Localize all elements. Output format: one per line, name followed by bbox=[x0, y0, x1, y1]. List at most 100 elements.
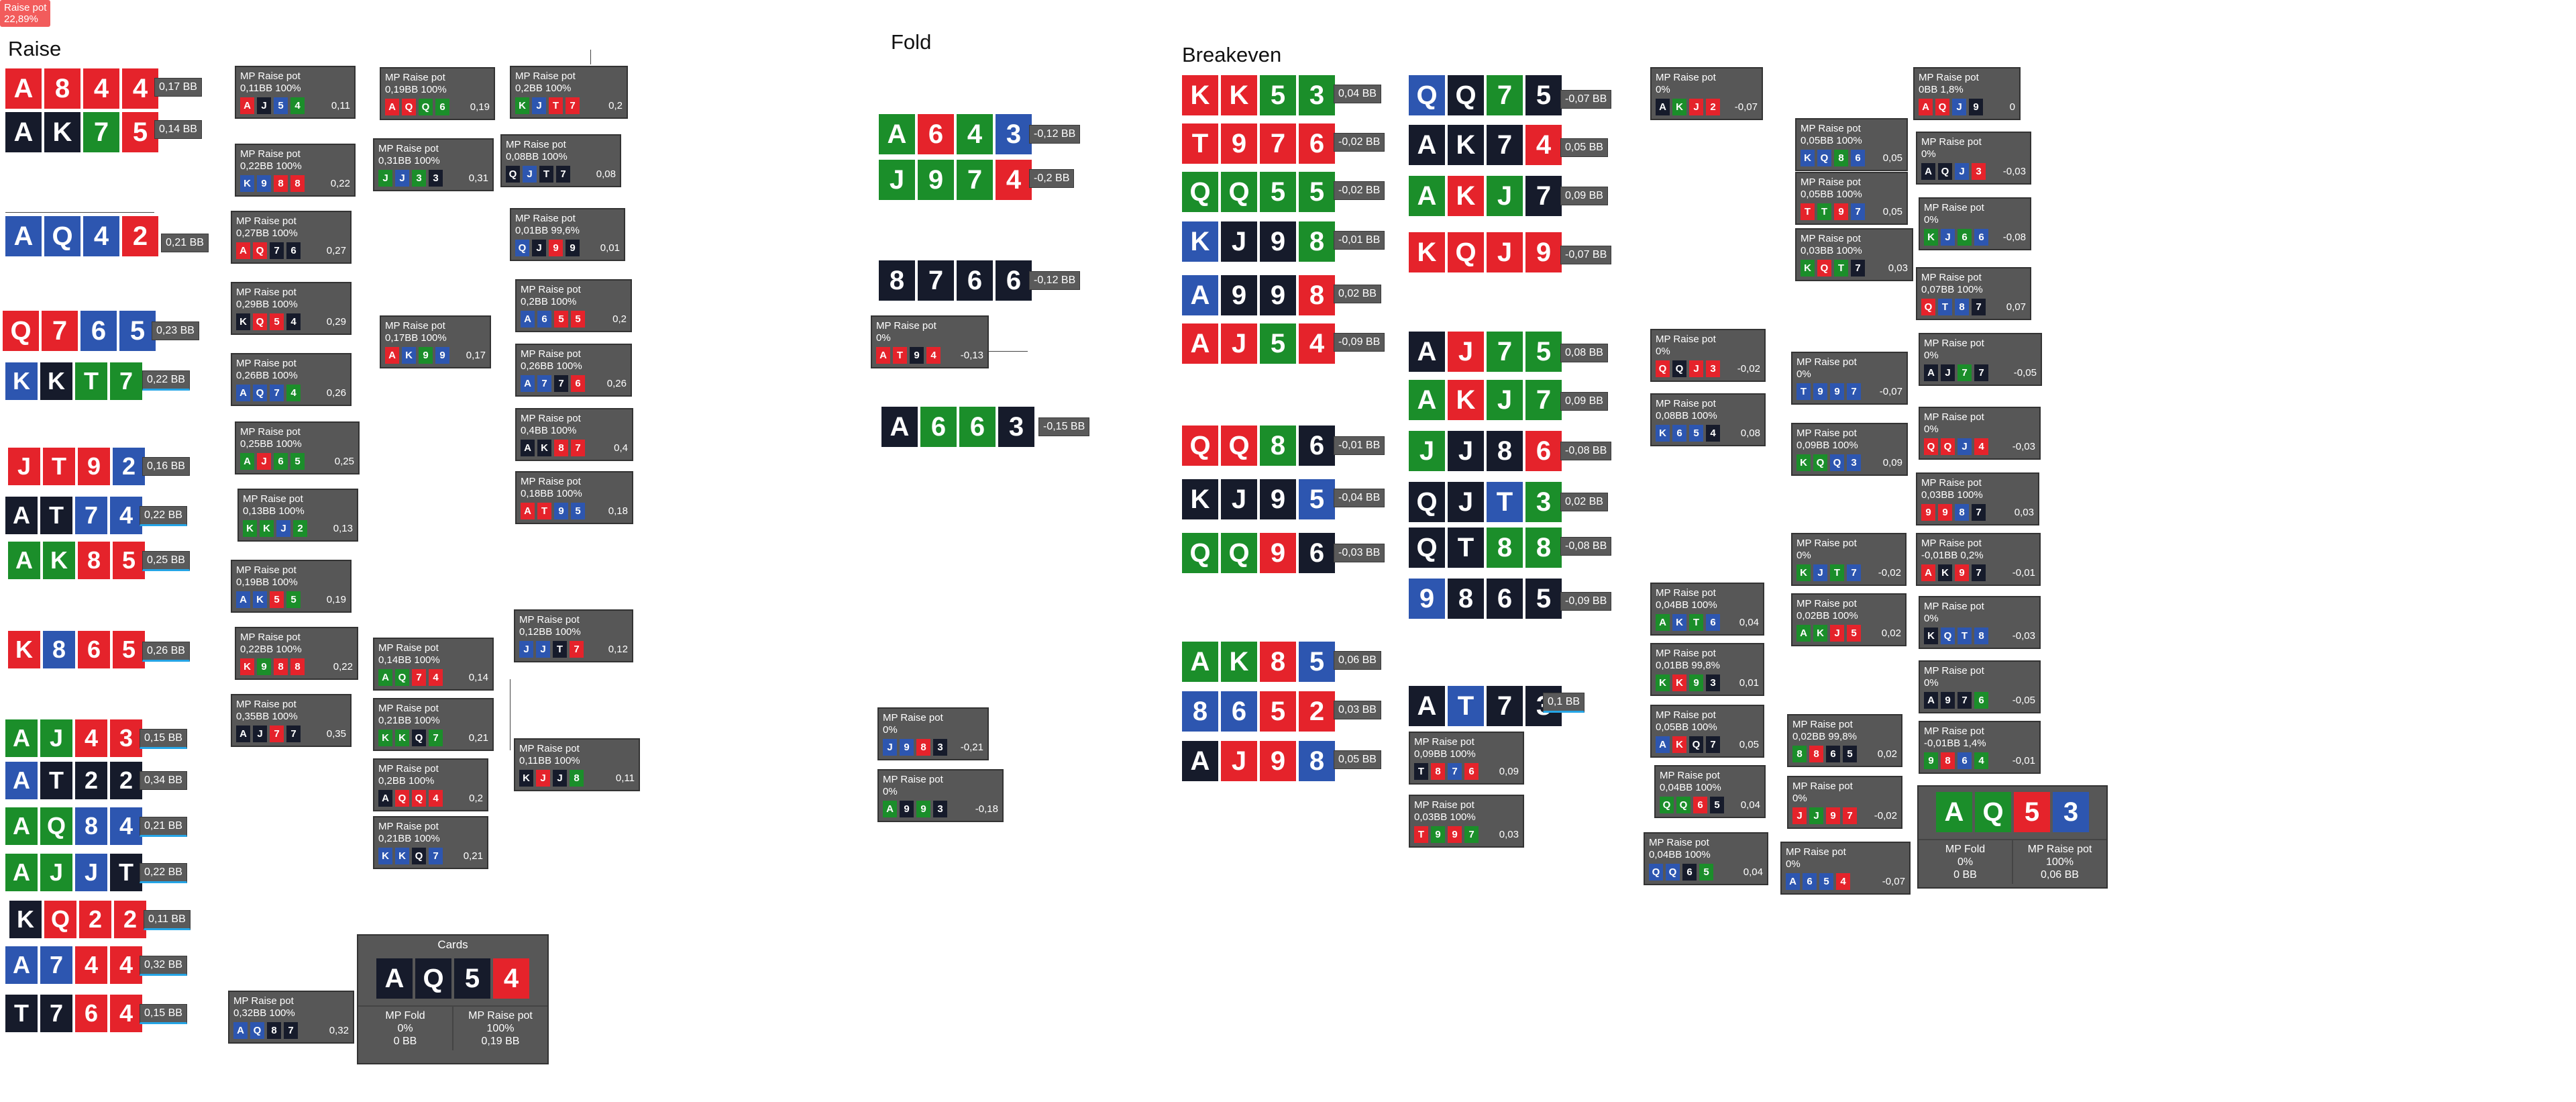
hand[interactable]: AT73 bbox=[1409, 686, 1562, 726]
